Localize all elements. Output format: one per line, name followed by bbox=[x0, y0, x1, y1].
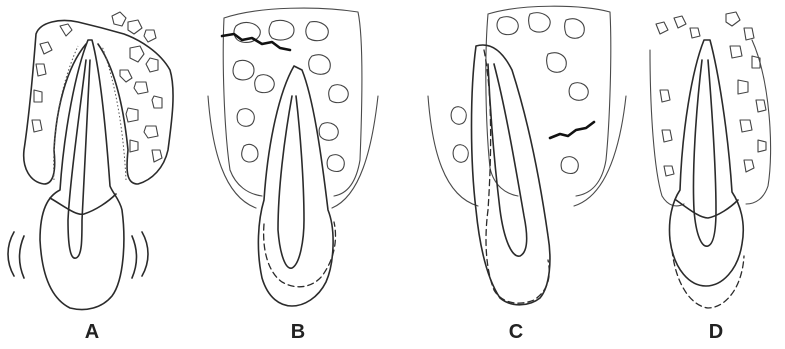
panel-c-tooth bbox=[472, 45, 550, 305]
panel-c-label: C bbox=[509, 321, 523, 343]
panel-d: D bbox=[650, 12, 771, 343]
panel-b-fracture-line bbox=[222, 34, 290, 50]
panel-d-cej bbox=[676, 200, 738, 218]
panel-c-fracture-line bbox=[550, 122, 594, 138]
panel-b: B bbox=[208, 8, 378, 343]
panel-a: A bbox=[8, 12, 173, 343]
panel-a-trabeculae bbox=[32, 12, 162, 162]
panel-b-label: B bbox=[291, 321, 305, 343]
panel-d-bone-outline-left bbox=[650, 50, 684, 206]
panel-b-pulp bbox=[278, 96, 304, 268]
panel-a-bone-outline bbox=[24, 21, 173, 185]
panel-a-tooth bbox=[40, 40, 124, 310]
panel-c-gingiva-right bbox=[574, 96, 626, 206]
panel-b-gingiva-left bbox=[208, 96, 256, 208]
panel-a-motion-right-2 bbox=[132, 236, 137, 278]
panel-c: C bbox=[428, 6, 626, 343]
panel-a-motion-left-1 bbox=[8, 232, 14, 276]
panel-d-tooth bbox=[669, 40, 743, 286]
panel-c-pulp bbox=[488, 64, 527, 256]
panel-a-label: A bbox=[85, 321, 99, 343]
panel-a-motion-left-2 bbox=[20, 236, 25, 278]
panel-b-trabeculae bbox=[233, 20, 348, 171]
panel-a-motion-right-1 bbox=[142, 232, 148, 276]
panel-d-bone-outline-right bbox=[746, 40, 771, 204]
panel-b-tooth bbox=[258, 66, 333, 306]
panel-b-gingiva-right bbox=[332, 96, 378, 208]
panel-d-original-position bbox=[672, 250, 744, 308]
panel-d-label: D bbox=[709, 321, 723, 343]
panel-a-pulp bbox=[68, 60, 90, 258]
